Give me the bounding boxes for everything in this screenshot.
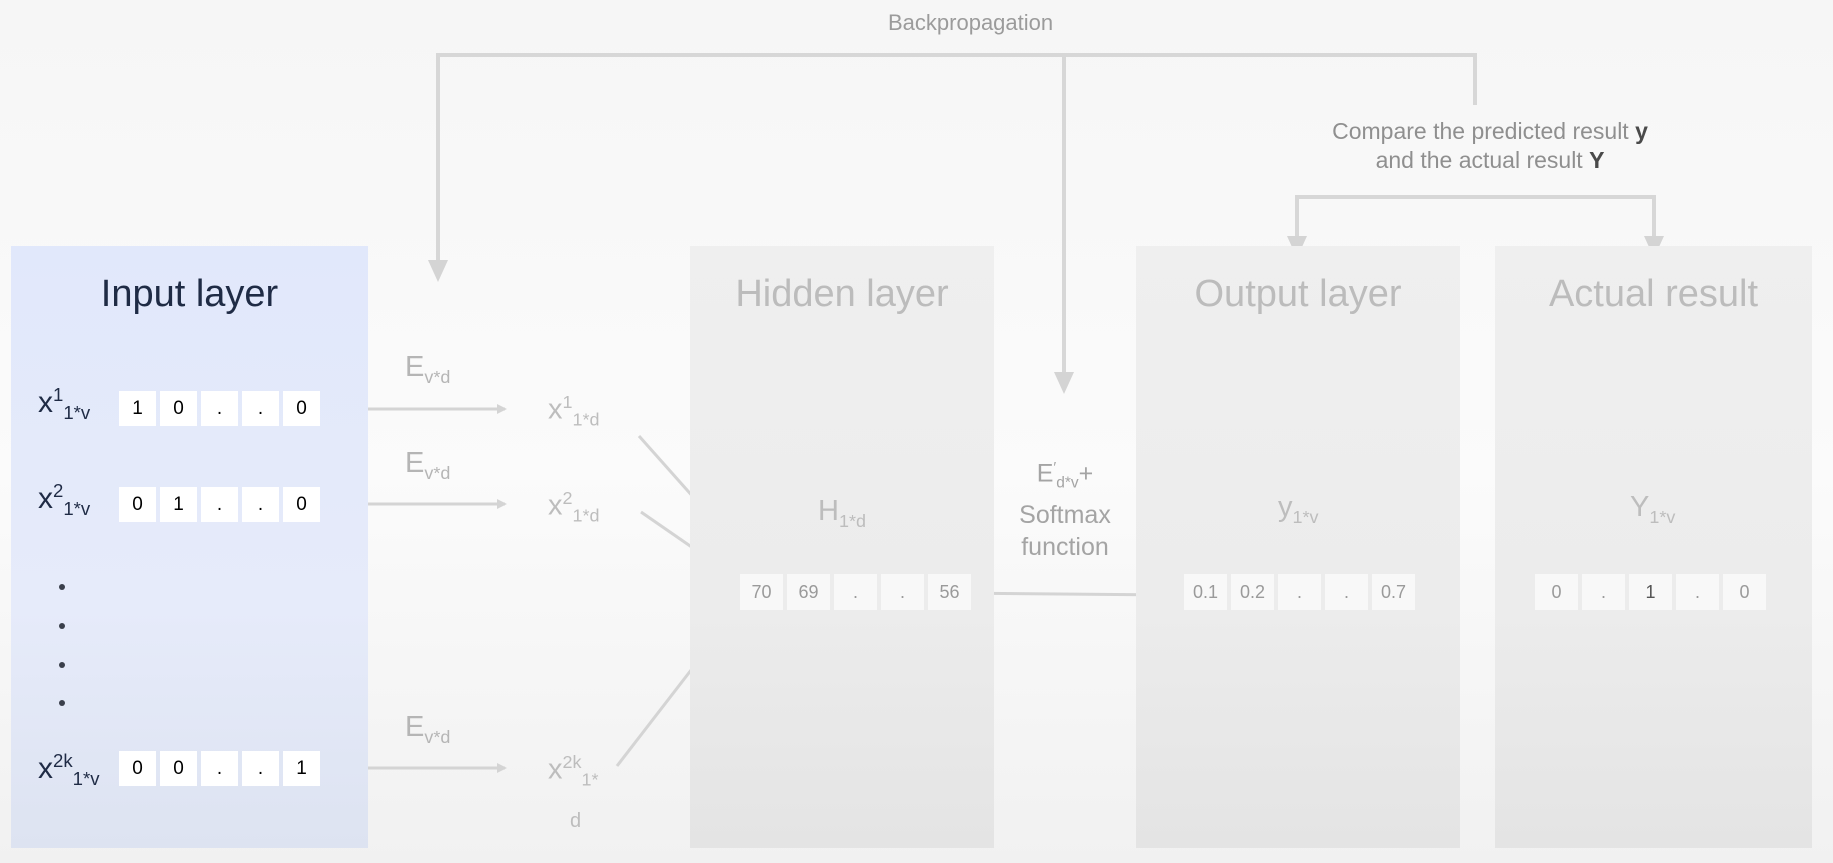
vector-cell: .: [201, 487, 238, 522]
input-layer-title: Input layer: [100, 273, 279, 315]
compare-line-1: Compare the predicted result: [1332, 118, 1629, 144]
embedded-var-3: x2k1*: [548, 752, 599, 790]
input-var-3: x2k1*v: [38, 750, 100, 789]
embedded-var-2: x21*d: [548, 488, 600, 526]
vector-cell: 70: [740, 574, 783, 610]
embedding-label-2: Ev*d: [405, 447, 451, 483]
softmax-function-word: function: [1021, 533, 1109, 562]
output-layer-panel: [1136, 246, 1460, 848]
vector-cell: 0.1: [1184, 574, 1227, 610]
backprop-label: Backpropagation: [888, 10, 1054, 35]
input-var-1: x11*v: [38, 384, 91, 423]
vector-cell: .: [1676, 574, 1719, 610]
input-vector-2: 0 1 . . 0: [119, 487, 320, 522]
input-layer-panel: [11, 246, 368, 848]
vector-cell: .: [1278, 574, 1321, 610]
ellipsis-dot: [59, 700, 65, 706]
ellipsis-dot: [59, 662, 65, 668]
output-vector: 0.1 0.2 . . 0.7: [1184, 574, 1415, 610]
embedding-label-3: Ev*d: [405, 711, 451, 747]
backprop-arrow-softmax: [1054, 372, 1074, 394]
vector-cell: .: [1325, 574, 1368, 610]
softmax-word: Softmax: [1019, 501, 1111, 530]
vector-cell: .: [1582, 574, 1625, 610]
vector-cell: 1: [119, 391, 156, 426]
input-vector-3: 0 0 . . 1: [119, 751, 320, 786]
vector-cell: 0: [160, 751, 197, 786]
softmax-matrix: E′d*v+: [1036, 459, 1094, 492]
embedded-var-3-sub-wrap: d: [570, 810, 582, 832]
ellipsis-dot: [59, 623, 65, 629]
hidden-vector: 70 69 . . 56: [740, 574, 971, 610]
backprop-line: [436, 53, 1477, 270]
vector-cell: 0.7: [1372, 574, 1415, 610]
hidden-var: H1*d: [818, 495, 866, 531]
vector-cell: 1: [1629, 574, 1672, 610]
vector-cell: 0: [1723, 574, 1766, 610]
vector-cell: 69: [787, 574, 830, 610]
vector-cell: .: [242, 487, 279, 522]
compare-y: y: [1635, 118, 1648, 144]
vector-cell: 1: [283, 751, 320, 786]
vector-cell: 0: [119, 751, 156, 786]
input-var-2: x21*v: [38, 480, 91, 519]
hidden-layer-title: Hidden layer: [735, 273, 949, 315]
actual-vector: 0 . 1 . 0: [1535, 574, 1766, 610]
backprop-arrow-embedding: [428, 260, 448, 282]
output-var: y1*v: [1278, 491, 1319, 527]
vector-cell: 0: [283, 487, 320, 522]
vector-cell: .: [242, 391, 279, 426]
actual-result-panel: [1495, 246, 1812, 848]
embedding-label-1: Ev*d: [405, 351, 451, 387]
softmax-label: E′d*v+ Softmax function: [1000, 452, 1130, 563]
vector-cell: .: [201, 391, 238, 426]
vector-cell: .: [242, 751, 279, 786]
vector-cell: 0.2: [1231, 574, 1274, 610]
vector-cell: .: [834, 574, 877, 610]
vector-cell: .: [881, 574, 924, 610]
vector-cell: 0: [283, 391, 320, 426]
compare-note: Compare the predicted result y and the a…: [1290, 117, 1690, 175]
actual-var: Y1*v: [1630, 491, 1676, 527]
vector-cell: .: [201, 751, 238, 786]
vector-cell: 0: [160, 391, 197, 426]
compare-line-2: and the actual result: [1375, 147, 1583, 173]
actual-result-title: Actual result: [1548, 273, 1759, 315]
vector-cell: 56: [928, 574, 971, 610]
input-vector-1: 1 0 . . 0: [119, 391, 320, 426]
vector-cell: 0: [119, 487, 156, 522]
ellipsis-dot: [59, 584, 65, 590]
compare-bracket: [1295, 195, 1656, 240]
vector-cell: 0: [1535, 574, 1578, 610]
hidden-layer-panel: [690, 246, 994, 848]
vector-cell: 1: [160, 487, 197, 522]
compare-Y: Y: [1589, 147, 1605, 173]
output-layer-title: Output layer: [1194, 273, 1402, 315]
embedded-var-1: x11*d: [548, 392, 600, 430]
